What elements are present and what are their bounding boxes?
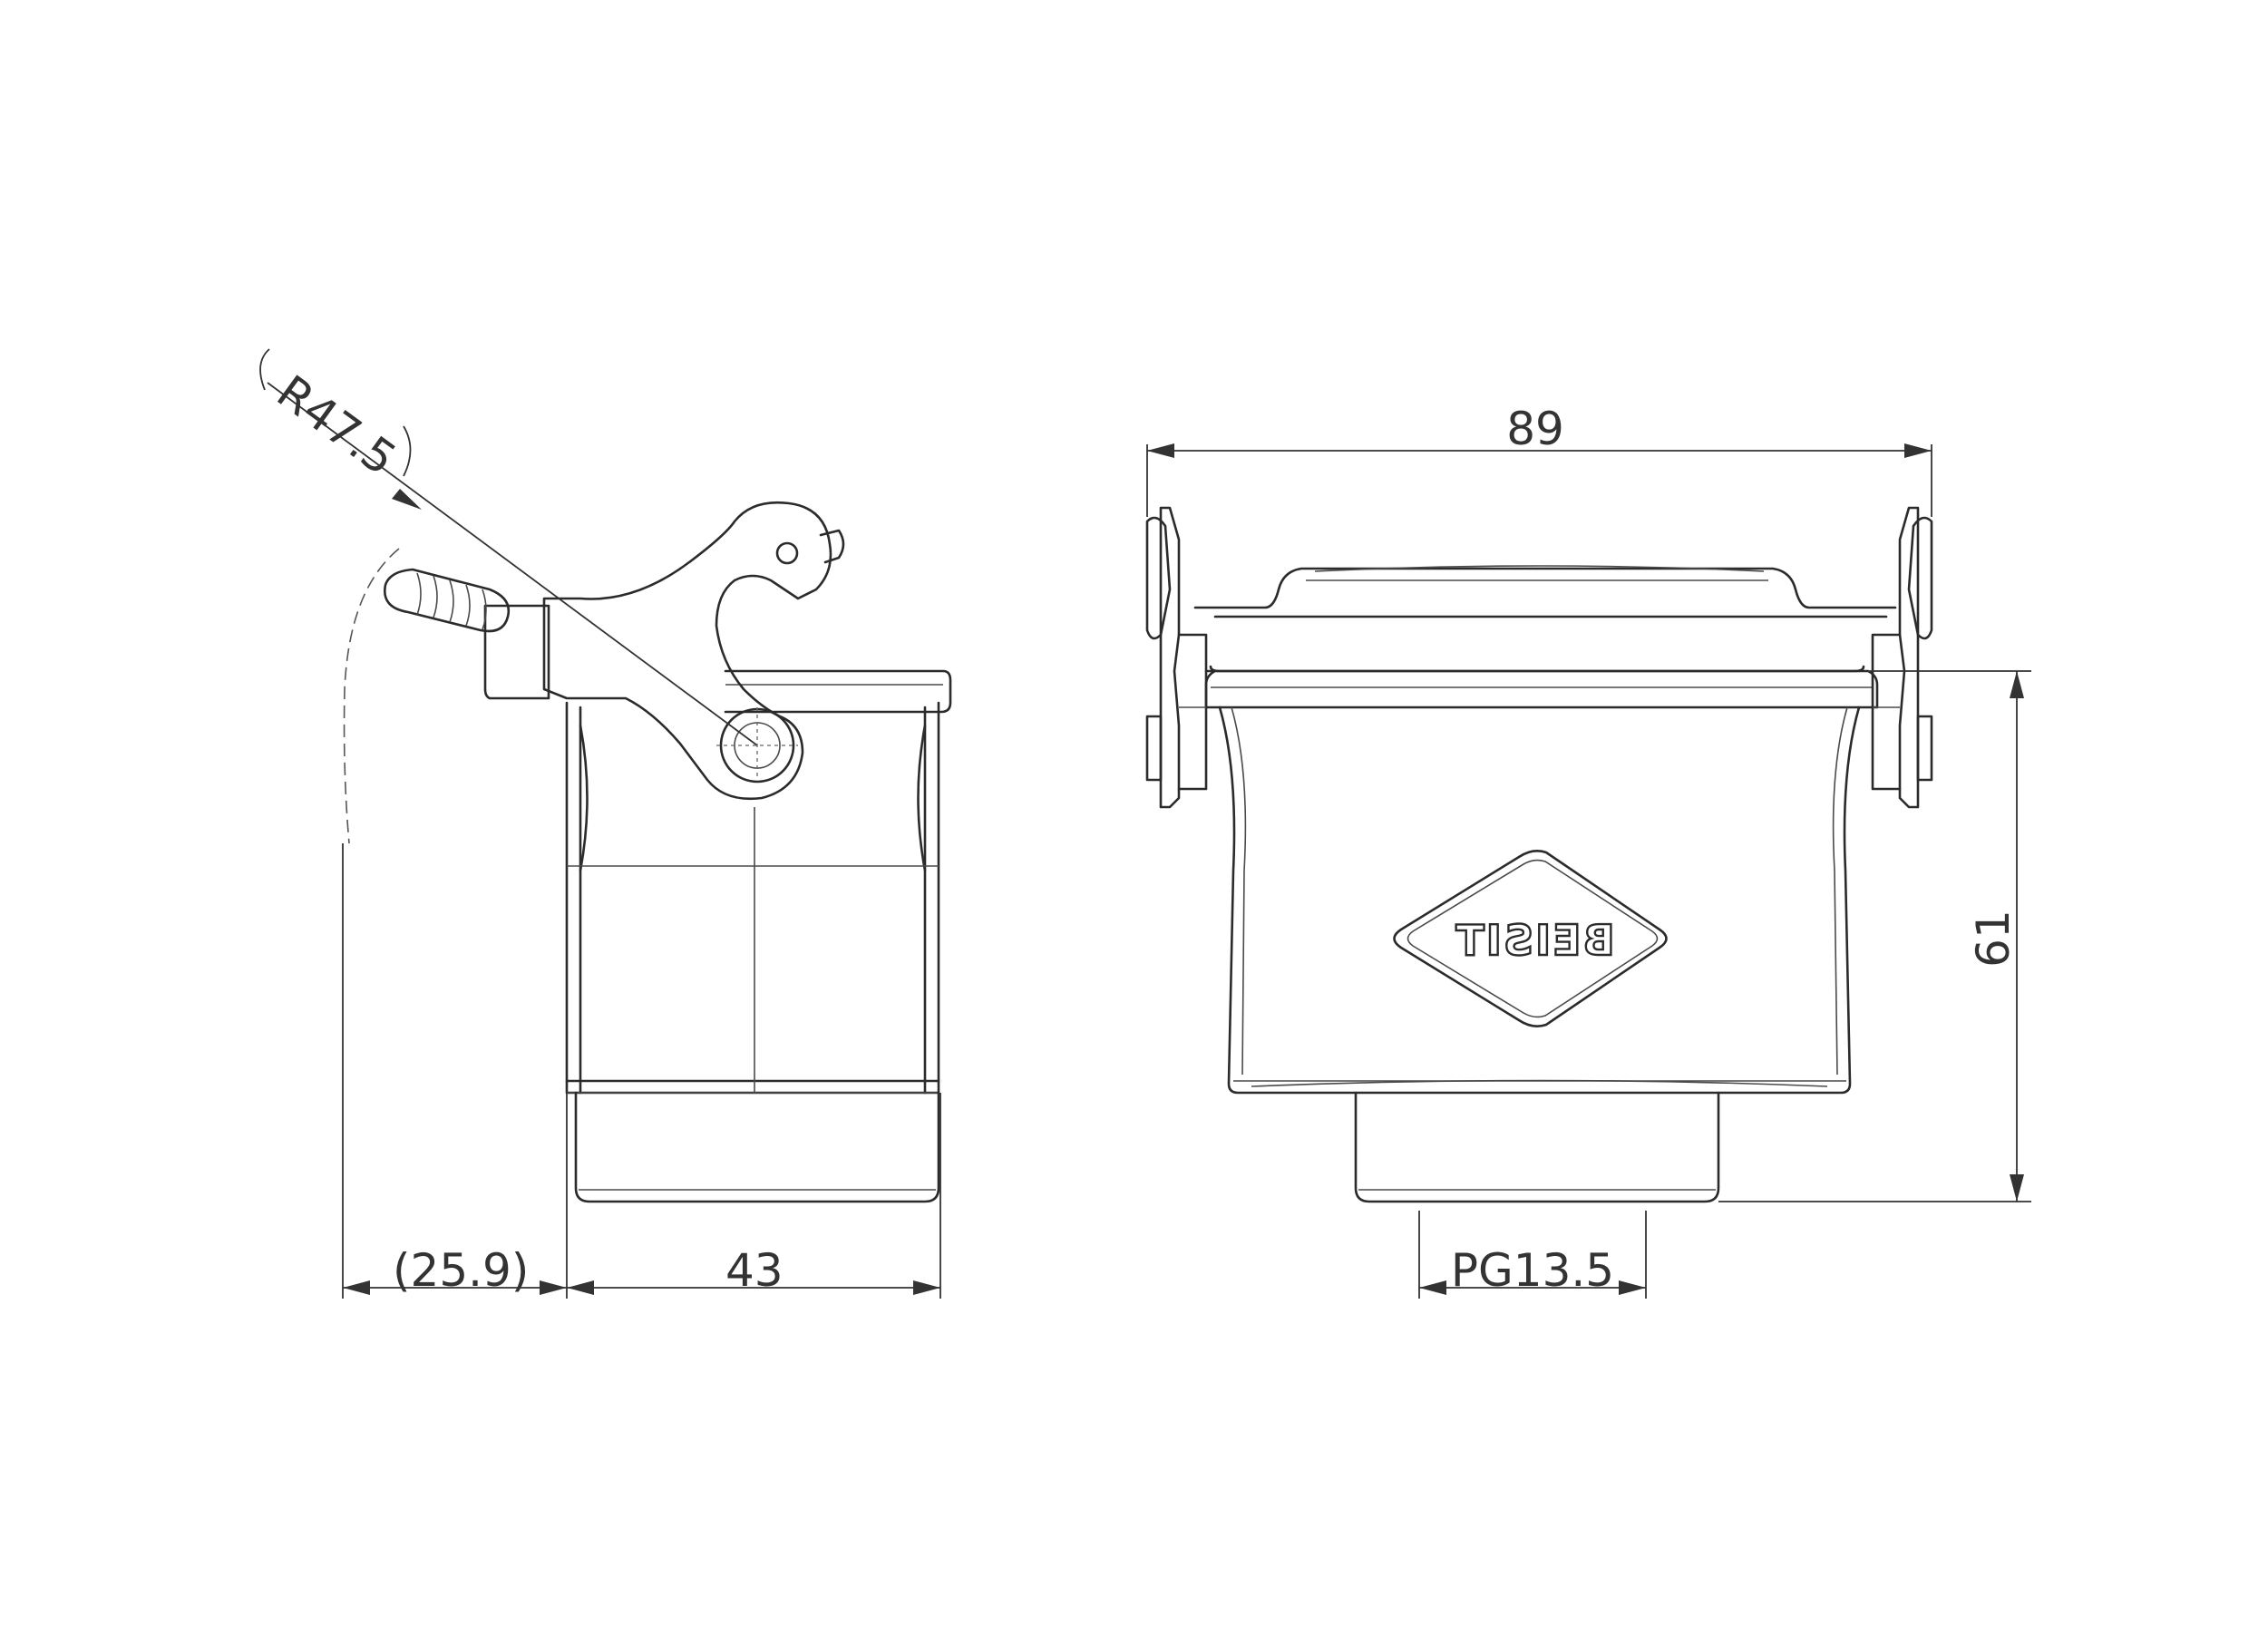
side-locking-lever — [384, 501, 845, 801]
dim-radius: R47.5 — [259, 348, 758, 746]
dim-overall-width-label: 89 — [1506, 403, 1564, 455]
side-swing-arc — [343, 548, 400, 844]
front-view: BEISIT 89 61 PG13.5 — [1145, 403, 2031, 1299]
dim-thread: PG13.5 — [1418, 1211, 1647, 1299]
dim-radius-label: R47.5 — [268, 365, 405, 486]
front-lid — [1193, 565, 1897, 673]
dim-overall-width: 89 — [1146, 403, 1932, 517]
side-view: R47.5 (25.9) 43 — [259, 348, 952, 1299]
logo-text: BEISIT — [1454, 916, 1614, 965]
side-housing — [565, 669, 952, 1203]
front-housing — [1204, 669, 1879, 1095]
logo-badge: BEISIT — [1393, 850, 1668, 1027]
dim-side-width-label: 43 — [725, 1244, 784, 1297]
dim-thread-label: PG13.5 — [1451, 1244, 1614, 1297]
dim-lever-offset-label: (25.9) — [393, 1244, 529, 1297]
dim-height: 61 — [1718, 670, 2031, 1202]
front-cable-gland — [1354, 1091, 1720, 1203]
dim-height-label: 61 — [1967, 910, 2020, 968]
dim-side-bottom: (25.9) 43 — [342, 843, 941, 1299]
front-hinge-right — [1871, 506, 1933, 809]
front-hinge-left — [1145, 506, 1208, 809]
